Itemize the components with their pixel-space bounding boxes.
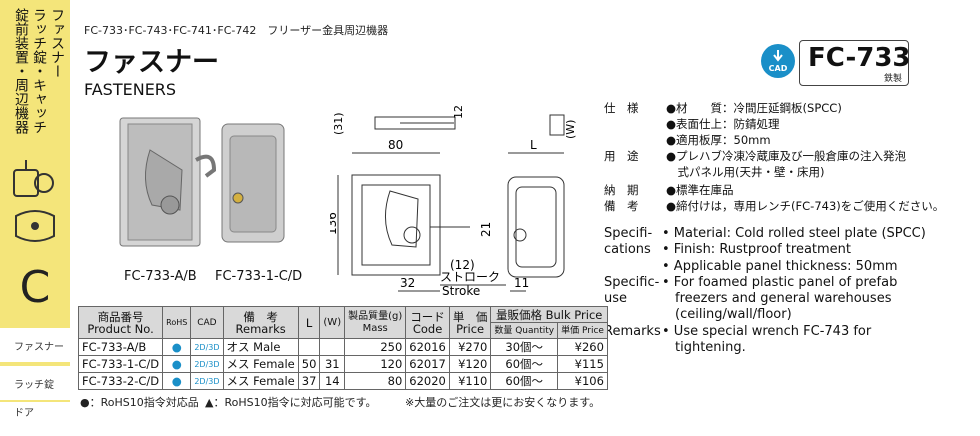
- legend-rohs: ●：RoHS10指令対応品: [80, 396, 199, 409]
- cell-rohs: ●: [162, 372, 192, 390]
- col-bulk: 量販価格 Bulk Price: [490, 306, 608, 323]
- sidebar-label-fasteners: ファスナー: [49, 8, 65, 78]
- col-l: L: [297, 306, 321, 339]
- dim-label: 11: [514, 276, 529, 290]
- table-row: FC-733-A/B ● 2D/3D オス Male 250 62016 ¥27…: [77, 338, 608, 356]
- dim-label: Stroke: [442, 284, 480, 298]
- dim-label: (W): [564, 120, 577, 139]
- cell-mass: 250: [344, 338, 407, 356]
- cell-code: 62017: [405, 355, 450, 373]
- cell-bulk: ¥106: [557, 372, 608, 390]
- cell-price: ¥270: [448, 338, 492, 356]
- page-title: ファスナー: [84, 47, 219, 78]
- cell-mass: 120: [344, 355, 407, 373]
- page-subtitle: FASTENERS: [84, 80, 177, 99]
- product-photo: [119, 117, 285, 247]
- col-qty: 数量 Quantity: [490, 322, 559, 339]
- dim-label: (12): [450, 258, 475, 272]
- cell-remarks: オス Male: [222, 338, 299, 356]
- sidebar-label-latches: ラッチ錠・キャッチ: [31, 8, 47, 134]
- dim-label: L: [530, 138, 537, 152]
- cell-bulk: ¥260: [557, 338, 608, 356]
- cell-remarks: メス Female: [222, 372, 299, 390]
- photo-label-male: FC-733-A/B: [124, 269, 197, 284]
- dim-label: 12: [452, 105, 465, 119]
- series-line: FC-733･FC-743･FC-741･FC-742 フリーザー金具周辺機器: [84, 24, 389, 37]
- cell-cad-link[interactable]: 2D/3D: [190, 372, 224, 390]
- cell-price: ¥120: [448, 355, 492, 373]
- cell-l: 37: [297, 372, 321, 390]
- category-sidebar: ファスナー ラッチ錠・キャッチ 錠前装置・周辺機器 C ファスナー ラッチ錠 ド…: [0, 0, 70, 436]
- dim-label: 21: [479, 222, 493, 237]
- sidebar-label-locks: 錠前装置・周辺機器: [13, 8, 29, 134]
- technical-drawing: (31) 12 (W) 80 L 136 21 (12) ストローク Strok…: [330, 105, 577, 298]
- cell-qty: 60個～: [490, 372, 559, 390]
- cell-product: FC-733-2-C/D: [77, 372, 164, 390]
- cell-cad-link[interactable]: 2D/3D: [190, 338, 224, 356]
- cell-remarks: メス Female: [222, 355, 299, 373]
- cell-bulk: ¥115: [557, 355, 608, 373]
- sidebar-tab-latches[interactable]: ラッチ錠: [0, 366, 70, 400]
- cell-rohs: ●: [162, 355, 192, 373]
- cell-qty: 60個～: [490, 355, 559, 373]
- cell-rohs: ●: [162, 338, 192, 356]
- cad-badge[interactable]: CAD: [761, 44, 795, 78]
- section-letter: C: [19, 262, 51, 313]
- col-unit: 単価 Price: [557, 322, 608, 339]
- col-cad: CAD: [190, 306, 224, 339]
- cad-label: CAD: [768, 64, 788, 73]
- cell-price: ¥110: [448, 372, 492, 390]
- cell-product: FC-733-1-C/D: [77, 355, 164, 373]
- table-row: FC-733-1-C/D ● 2D/3D メス Female 50 31 120…: [77, 355, 608, 373]
- col-rohs: RoHS: [162, 306, 192, 339]
- model-material: 鉄製: [884, 74, 903, 84]
- sidebar-tab-doors[interactable]: ドア: [0, 402, 70, 436]
- cell-l: 50: [297, 355, 321, 373]
- dim-label: (31): [332, 112, 345, 135]
- lock-illustration-icon: [13, 160, 55, 242]
- photo-label-female: FC-733-1-C/D: [215, 269, 303, 284]
- dim-label: ストローク: [440, 270, 500, 284]
- dim-label: 136: [330, 212, 339, 235]
- col-w: (W): [319, 306, 346, 339]
- cell-w: [319, 338, 346, 356]
- cell-code: 62020: [405, 372, 450, 390]
- cell-product: FC-733-A/B: [77, 338, 164, 356]
- bulk-note: ※大量のご注文は更にお安くなります。: [405, 396, 601, 409]
- cell-code: 62016: [405, 338, 450, 356]
- dim-label: 32: [400, 276, 415, 290]
- legend-rohs-possible: ▲：RoHS10指令に対応可能です。: [205, 396, 377, 409]
- download-icon: [773, 50, 783, 62]
- cell-l: [297, 338, 321, 356]
- dim-label: 80: [388, 138, 403, 152]
- model-box: [799, 40, 909, 86]
- table-row: FC-733-2-C/D ● 2D/3D メス Female 37 14 80 …: [77, 372, 608, 390]
- sidebar-tab-fasteners[interactable]: ファスナー: [0, 328, 70, 362]
- cell-cad-link[interactable]: 2D/3D: [190, 355, 224, 373]
- cell-w: 14: [319, 372, 346, 390]
- cell-qty: 30個～: [490, 338, 559, 356]
- cell-mass: 80: [344, 372, 407, 390]
- model-code: FC-733: [808, 43, 911, 73]
- col-mass: 製品質量(g)Mass: [344, 306, 407, 339]
- cell-w: 31: [319, 355, 346, 373]
